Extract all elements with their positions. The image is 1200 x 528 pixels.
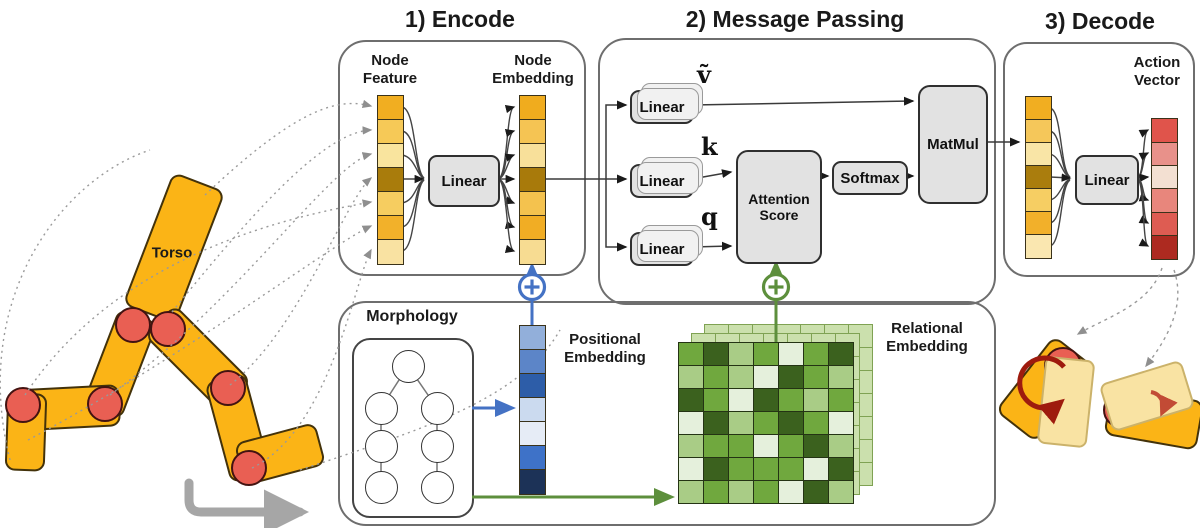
bottom-embeddings-container bbox=[338, 301, 996, 526]
node-feature-label: Node Feature bbox=[362, 52, 418, 87]
morphology-node bbox=[365, 392, 398, 425]
relation-cell bbox=[702, 410, 729, 435]
relation-cell bbox=[752, 479, 779, 504]
robot-right-hip-joint bbox=[150, 311, 186, 347]
decode-input-column bbox=[1025, 96, 1052, 259]
embedding-cell bbox=[1025, 211, 1052, 236]
message-passing-title: 2) Message Passing bbox=[685, 6, 905, 32]
embedding-cell bbox=[519, 469, 546, 495]
positional-embedding-label: Positional Embedding bbox=[564, 331, 646, 366]
relation-cell bbox=[702, 479, 729, 504]
rotation-arrow-large bbox=[1017, 355, 1066, 425]
relation-cell bbox=[727, 410, 754, 435]
k-label: k bbox=[701, 132, 718, 161]
embedding-cell bbox=[377, 191, 404, 217]
robot-left-ankle-joint bbox=[5, 387, 41, 423]
embedding-cell bbox=[519, 349, 546, 375]
decode-title: 3) Decode bbox=[1045, 8, 1155, 34]
relation-cell bbox=[702, 433, 729, 458]
relational-embedding-path bbox=[472, 260, 785, 506]
value-linear-box: Linear bbox=[630, 83, 703, 124]
relation-cell bbox=[677, 479, 704, 504]
embedding-cell bbox=[519, 143, 546, 169]
relation-cell bbox=[777, 433, 804, 458]
encoder-linear-box: Linear bbox=[428, 155, 500, 207]
embedding-cell bbox=[1025, 234, 1052, 259]
encode-title: 1) Encode bbox=[405, 6, 515, 32]
relational-embedding-label: Relational Embedding bbox=[886, 320, 968, 355]
embedding-cell bbox=[1025, 119, 1052, 144]
message-passing-container bbox=[598, 38, 996, 305]
q-label: q bbox=[701, 202, 718, 231]
morphology-node bbox=[421, 392, 454, 425]
node-feature-column bbox=[377, 95, 404, 265]
query-linear-box: Linear bbox=[630, 225, 703, 266]
embedding-cell bbox=[519, 119, 546, 145]
relation-cell bbox=[827, 387, 854, 412]
relational-plus-icon bbox=[761, 272, 791, 302]
morphology-node bbox=[421, 471, 454, 504]
positional-embedding-path bbox=[472, 262, 541, 417]
embedding-cell bbox=[519, 191, 546, 217]
embedding-cell bbox=[519, 239, 546, 265]
node-embedding-column bbox=[519, 95, 546, 265]
v-tilde-label: ṽ bbox=[697, 60, 711, 89]
relation-cell bbox=[827, 364, 854, 389]
embedding-cell bbox=[519, 167, 546, 193]
relation-cell bbox=[777, 341, 804, 366]
embedding-cell bbox=[1025, 96, 1052, 121]
decoder-linear-box: Linear bbox=[1075, 155, 1139, 205]
action-vector-label: Action Vector bbox=[1133, 54, 1181, 89]
positional-plus-icon bbox=[517, 272, 547, 302]
embedding-cell bbox=[377, 239, 404, 265]
morphology-label: Morphology bbox=[366, 308, 458, 325]
embedding-cell bbox=[1025, 142, 1052, 167]
relation-cell bbox=[777, 456, 804, 481]
embedding-cell bbox=[1151, 235, 1178, 260]
relation-cell bbox=[802, 456, 829, 481]
relation-cell bbox=[752, 341, 779, 366]
vkq-distribution bbox=[545, 100, 628, 252]
rotation-arrow-small bbox=[1150, 390, 1178, 417]
embedding-cell bbox=[377, 167, 404, 193]
observation-dashed-curves bbox=[0, 99, 561, 471]
decode-container bbox=[1003, 42, 1195, 277]
morphology-node bbox=[365, 471, 398, 504]
robot-left-knee-joint bbox=[87, 386, 123, 422]
relation-cell bbox=[827, 479, 854, 504]
key-linear-box: Linear bbox=[630, 157, 703, 198]
relation-cell bbox=[827, 410, 854, 435]
decoder-fan-in bbox=[1049, 107, 1072, 247]
matmul-box: MatMul bbox=[918, 85, 988, 204]
positional-embedding-column bbox=[519, 325, 546, 495]
attention-score-box: Attention Score bbox=[736, 150, 822, 264]
embedding-cell bbox=[1151, 211, 1178, 237]
encoder-fan-in bbox=[401, 106, 425, 252]
embedding-cell bbox=[1025, 165, 1052, 190]
relation-cell bbox=[677, 341, 704, 366]
encode-container bbox=[338, 40, 586, 276]
action-dashed-arrows bbox=[1076, 267, 1179, 368]
robot-right-ankle-joint bbox=[231, 450, 267, 486]
morphology-root-node bbox=[392, 350, 425, 383]
embedding-cell bbox=[377, 215, 404, 241]
relation-cell bbox=[802, 479, 829, 504]
relational-grid-front bbox=[677, 341, 854, 504]
node-embedding-label: Node Embedding bbox=[492, 52, 574, 87]
embedding-cell bbox=[519, 445, 546, 471]
relation-cell bbox=[827, 341, 854, 366]
walk-direction-arrow bbox=[184, 478, 309, 528]
action-vector-column bbox=[1151, 118, 1178, 260]
morphology-node bbox=[421, 430, 454, 463]
morphology-node bbox=[365, 430, 398, 463]
